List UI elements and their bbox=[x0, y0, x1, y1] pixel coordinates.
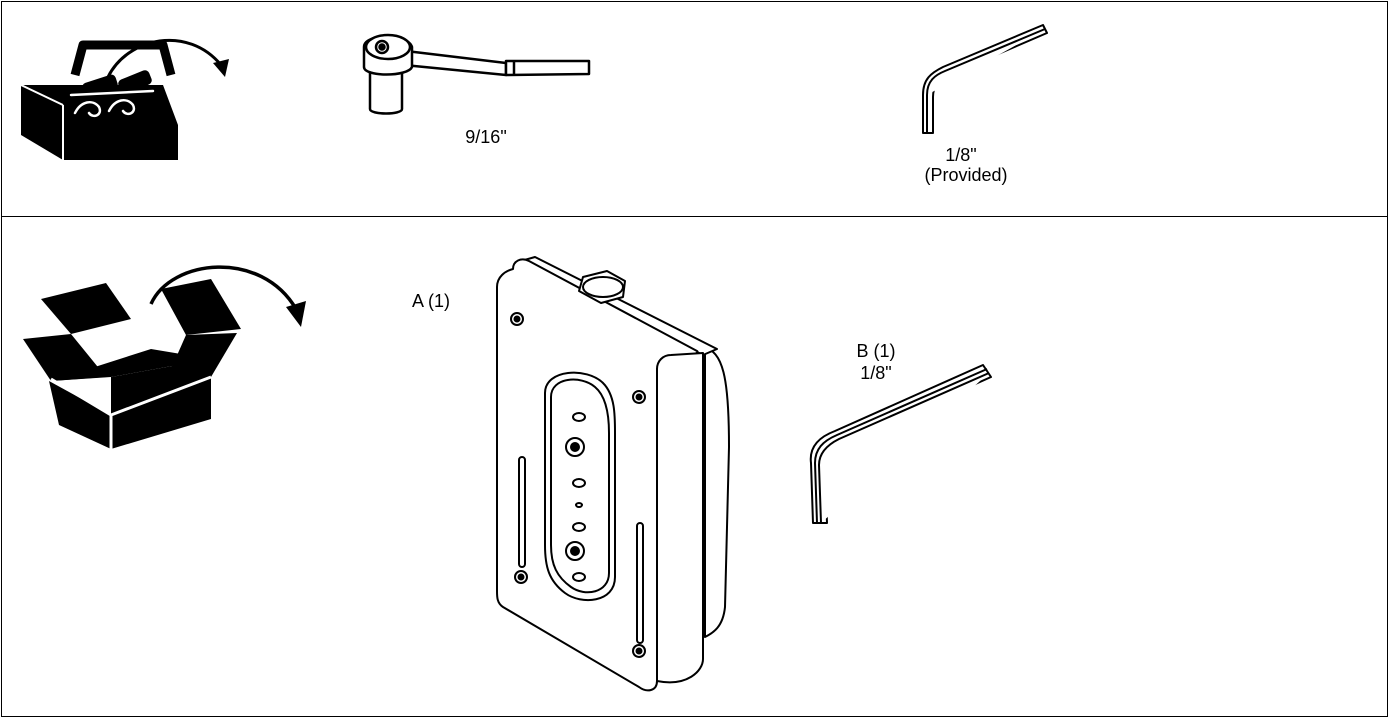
tools-required-section: 9/16" 1/8" (Provided) bbox=[1, 1, 1388, 216]
parts-included-section: A (1) bbox=[1, 217, 1388, 717]
toolbox-icon bbox=[20, 38, 229, 160]
open-box-icon bbox=[23, 265, 306, 449]
hex-key-icon bbox=[922, 24, 1048, 134]
part-a-label: A (1) bbox=[411, 291, 450, 311]
hex-key-size-label: 1/8" bbox=[945, 145, 977, 165]
part-b-label: B (1) bbox=[856, 341, 896, 361]
hex-key-b-icon bbox=[809, 364, 992, 524]
section-divider bbox=[1, 216, 1388, 217]
hex-key-provided-note: (Provided) bbox=[924, 165, 1008, 185]
mounting-plate-icon bbox=[496, 256, 730, 692]
part-b-size-label: 1/8" bbox=[860, 363, 892, 383]
ratchet-size-label: 9/16" bbox=[465, 127, 507, 147]
ratchet-wrench-icon bbox=[362, 33, 591, 115]
